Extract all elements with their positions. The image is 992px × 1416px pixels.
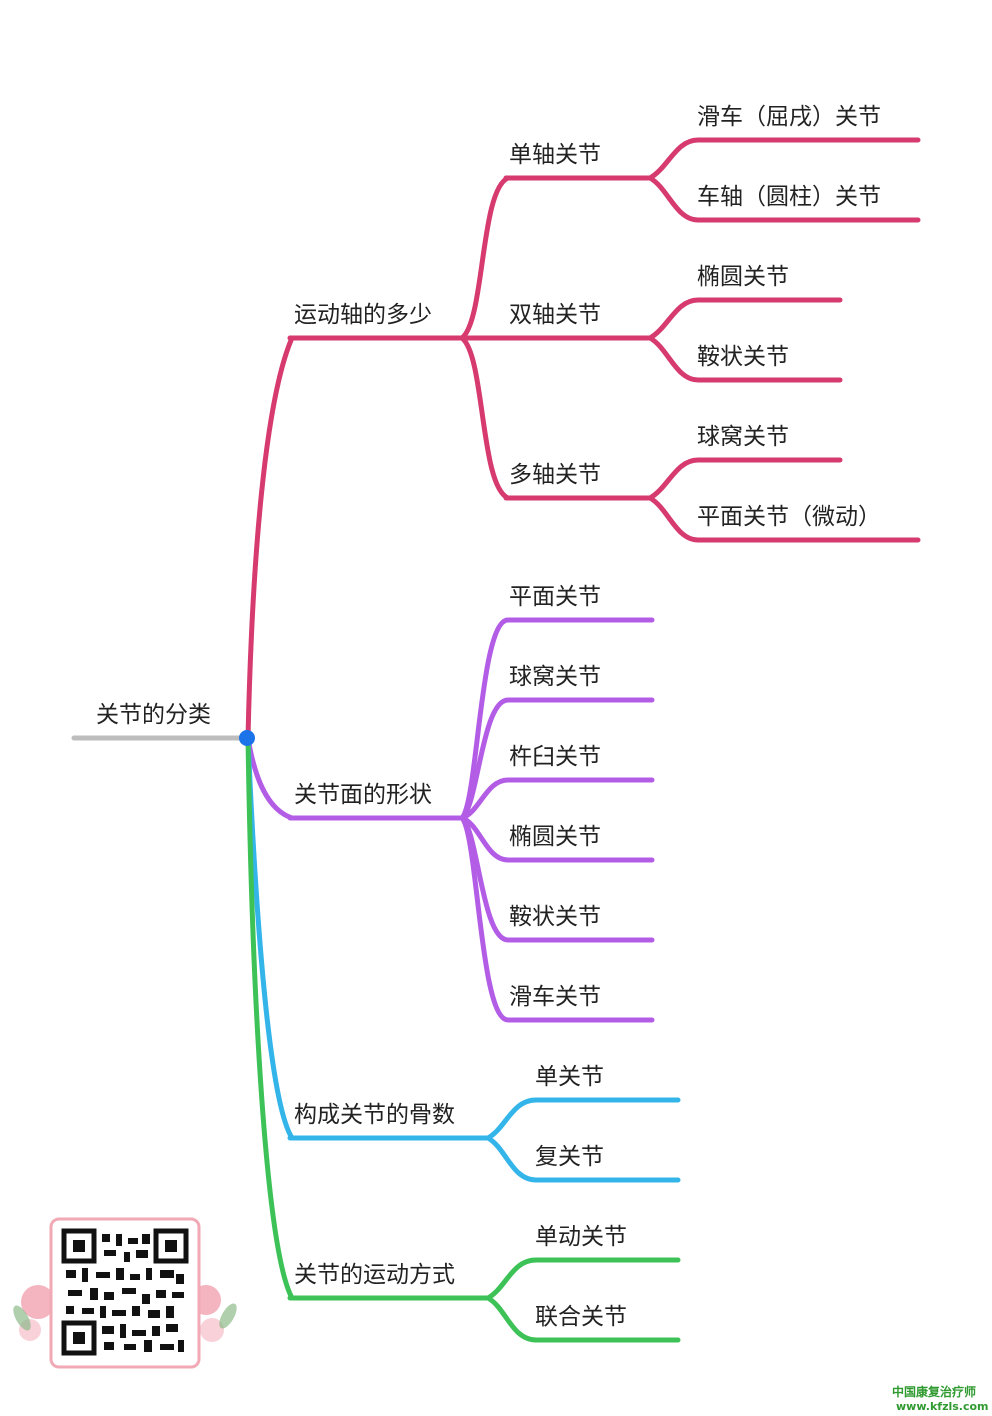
leaf-label: 车轴（圆柱）关节 xyxy=(697,184,881,210)
leaf-label: 鞍状关节 xyxy=(697,344,789,370)
trunk-b0 xyxy=(245,335,295,741)
b3-leaf1-connector xyxy=(485,1295,681,1343)
leaf-label: 复关节 xyxy=(535,1144,604,1170)
b0-c0-leaf1-connector xyxy=(647,175,921,223)
branch-label: 关节面的形状 xyxy=(294,782,432,808)
b2-leaf0-connector xyxy=(485,1097,681,1141)
leaf-label: 椭圆关节 xyxy=(509,824,601,850)
branch-label: 构成关节的骨数 xyxy=(294,1102,455,1128)
leaf-label: 鞍状关节 xyxy=(509,904,601,930)
qr-code-card xyxy=(13,1217,237,1369)
leaf-label: 滑车（屈戌）关节 xyxy=(697,104,881,130)
b1-leaf5-connector xyxy=(459,815,655,1023)
leaf-label: 杵臼关节 xyxy=(509,744,601,770)
b0-c1-leaf0-connector xyxy=(647,297,843,341)
trunk-b3 xyxy=(245,735,295,1301)
b0-c0-connector xyxy=(459,175,511,341)
b0-c1-leaf1-connector xyxy=(647,335,843,383)
leaf-label: 椭圆关节 xyxy=(697,264,789,290)
b0-c2-leaf1-connector xyxy=(647,495,921,543)
subbranch-label: 单轴关节 xyxy=(509,142,601,168)
subbranch-label: 双轴关节 xyxy=(509,302,601,328)
branch-label: 关节的运动方式 xyxy=(294,1262,455,1288)
leaf-label: 球窝关节 xyxy=(697,424,789,450)
leaf-label: 平面关节 xyxy=(509,584,601,610)
b1-leaf2-connector xyxy=(459,777,655,821)
b0-c0-leaf0-connector xyxy=(647,137,921,181)
root-node xyxy=(239,730,255,746)
b3-leaf0-connector xyxy=(485,1257,681,1301)
root-label: 关节的分类 xyxy=(96,702,211,728)
branch-label: 运动轴的多少 xyxy=(294,302,432,328)
trunk-b1 xyxy=(245,735,295,821)
b1-leaf3-connector xyxy=(459,815,655,863)
b0-c2-leaf0-connector xyxy=(647,457,843,501)
watermark-line2: www.kfzls.com xyxy=(896,1400,989,1413)
b1-leaf1-connector xyxy=(459,697,655,821)
leaf-label: 球窝关节 xyxy=(509,664,601,690)
leaf-label: 联合关节 xyxy=(535,1304,627,1330)
leaf-label: 单关节 xyxy=(535,1064,604,1090)
leaf-label: 平面关节（微动） xyxy=(697,504,881,530)
leaf-label: 单动关节 xyxy=(535,1224,627,1250)
subbranch-label: 多轴关节 xyxy=(509,462,601,488)
watermark-line1: 中国康复治疗师 xyxy=(892,1384,976,1399)
leaf-label: 滑车关节 xyxy=(509,984,601,1010)
b2-leaf1-connector xyxy=(485,1135,681,1183)
b0-c2-connector xyxy=(459,335,511,501)
